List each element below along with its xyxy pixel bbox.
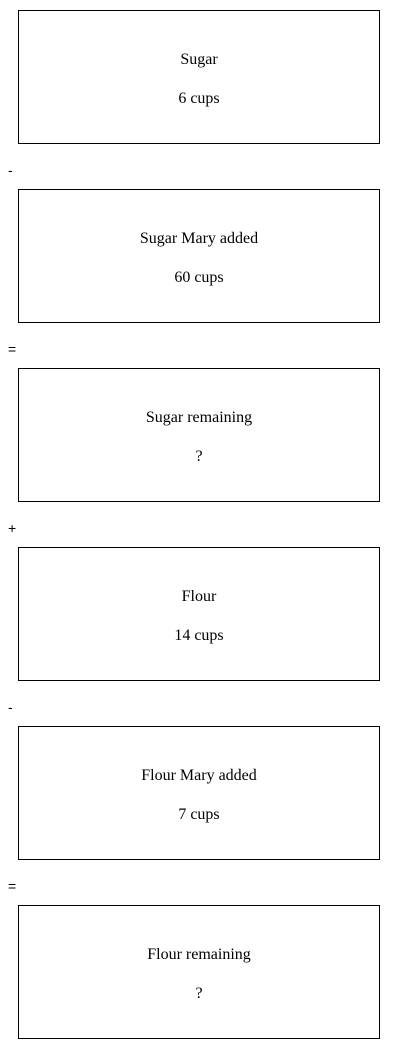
minus-operator: -	[8, 162, 13, 178]
box-label: Flour	[181, 588, 217, 605]
box-label: Sugar	[180, 51, 218, 68]
minus-operator: -	[8, 699, 13, 715]
flour-box: Flour 14 cups	[18, 547, 380, 681]
flour-remaining-box: Flour remaining ?	[18, 905, 380, 1039]
sugar-box: Sugar 6 cups	[18, 10, 380, 144]
sugar-remaining-box: Sugar remaining ?	[18, 368, 380, 502]
box-label: Sugar Mary added	[139, 230, 259, 247]
plus-operator: +	[8, 520, 17, 536]
box-value: ?	[195, 448, 203, 465]
sugar-added-box: Sugar Mary added 60 cups	[18, 189, 380, 323]
box-label: Flour Mary added	[141, 767, 257, 784]
box-value: 14 cups	[174, 627, 224, 644]
box-value: 6 cups	[178, 90, 220, 107]
box-label: Sugar remaining	[145, 409, 253, 426]
box-value: ?	[195, 985, 203, 1002]
box-value: 60 cups	[174, 269, 224, 286]
box-label: Flour remaining	[147, 946, 251, 963]
box-value: 7 cups	[178, 806, 220, 823]
equals-operator: =	[8, 341, 17, 357]
equals-operator: =	[8, 878, 17, 894]
flour-added-box: Flour Mary added 7 cups	[18, 726, 380, 860]
